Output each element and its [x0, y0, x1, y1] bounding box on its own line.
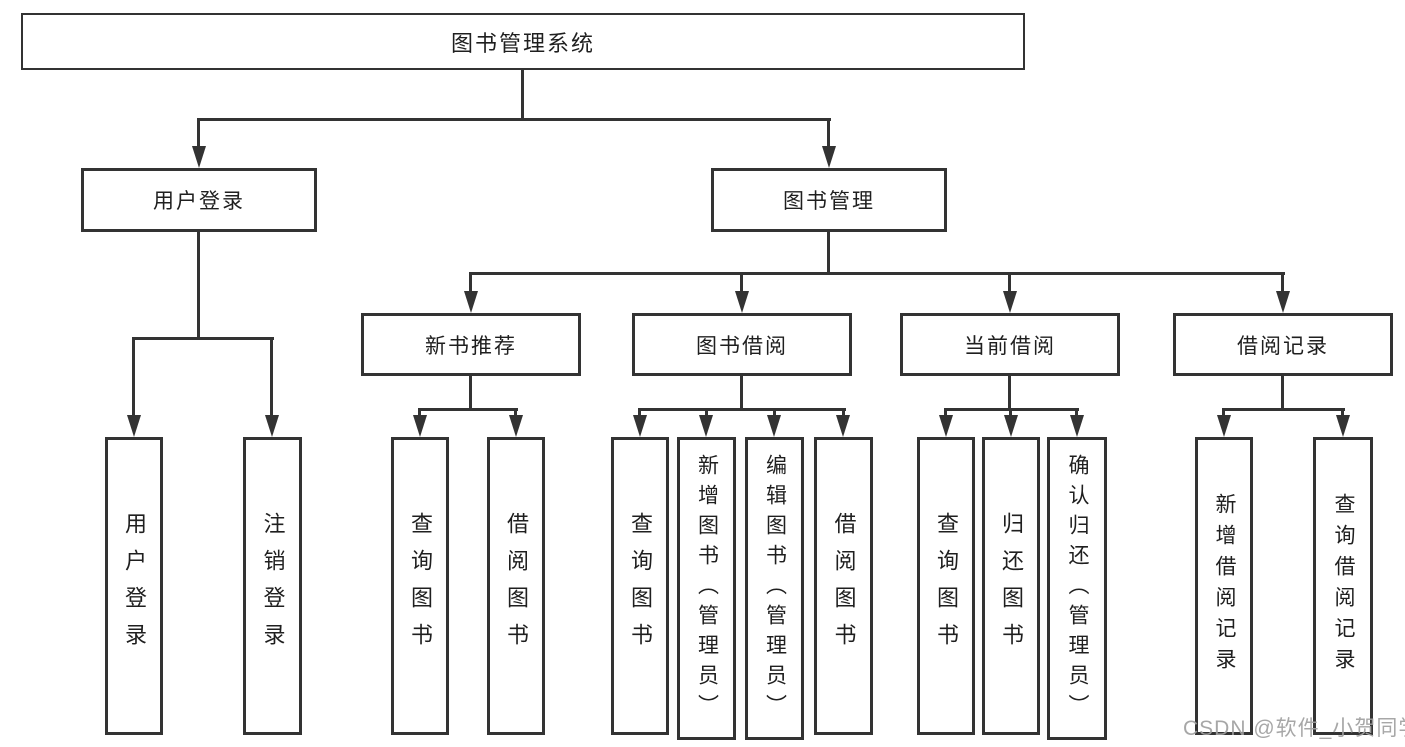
node-borrow-records-label: 借阅记录 [1237, 334, 1329, 358]
leaf-records-query-borrow-record-label: 查询借阅记录 [1332, 493, 1355, 679]
arrowhead-down-icon [1004, 415, 1018, 437]
connector-currentborrow-rail [944, 408, 1079, 411]
arrowhead-down-icon [1336, 415, 1350, 437]
connector-leaf-shaft [773, 410, 776, 419]
leaf-borrow-query-books-label: 查询图书 [628, 512, 653, 660]
node-book-borrow: 图书借阅 [632, 313, 852, 376]
leaf-recommend-query-books-label: 查询图书 [408, 512, 433, 660]
connector-borrowrecords-stem [1281, 376, 1284, 409]
connector-bookmgmt-shaft [827, 120, 830, 148]
connector-newbookrec-rail [418, 408, 518, 411]
connector-newbookrec-stem [469, 376, 472, 409]
arrowhead-down-icon [735, 291, 749, 313]
connector-level2-rail [197, 118, 831, 121]
connector-bookborrow-rail [638, 408, 846, 411]
arrowhead-down-icon [1070, 415, 1084, 437]
connector-leaf-shaft [638, 410, 641, 419]
connector-leaf-shaft [842, 410, 845, 419]
leaf-current-query-books-label: 查询图书 [934, 512, 959, 660]
node-root-label: 图书管理系统 [450, 30, 595, 56]
connector-userlogin-shaft [197, 120, 200, 148]
arrowhead-down-icon [1217, 415, 1231, 437]
arrowhead-down-icon [822, 146, 836, 168]
connector-level3-rail [469, 272, 1285, 275]
connector-leaf-shaft [705, 410, 708, 419]
node-current-borrow-label: 当前借阅 [964, 334, 1056, 358]
arrowhead-down-icon [633, 415, 647, 437]
arrowhead-down-icon [509, 415, 523, 437]
node-current-borrow: 当前借阅 [900, 313, 1120, 376]
leaf-records-add-borrow-record-label: 新增借阅记录 [1213, 493, 1236, 679]
arrowhead-down-icon [1276, 291, 1290, 313]
leaf-borrow-borrow-books: 借阅图书 [814, 437, 873, 735]
connector-leaf-shaft [1009, 410, 1012, 419]
arrowhead-down-icon [836, 415, 850, 437]
connector-bookborrow-shaft [740, 274, 743, 293]
leaf-borrow-edit-books-admin: 编辑图书（管理员） [745, 437, 804, 740]
leaf-current-query-books: 查询图书 [917, 437, 975, 735]
connector-leaf-shaft [514, 410, 517, 419]
arrowhead-down-icon [413, 415, 427, 437]
connector-leaf-shaft [418, 410, 421, 419]
leaf-user-login-label: 用户登录 [122, 512, 147, 660]
connector-currentborrow-shaft [1008, 274, 1011, 293]
watermark: CSDN @软件_小贺同学 [1183, 717, 1405, 740]
leaf-recommend-borrow-books-label: 借阅图书 [504, 512, 529, 660]
arrowhead-down-icon [127, 415, 141, 437]
leaf-borrow-add-books-admin: 新增图书（管理员） [677, 437, 736, 740]
leaf-user-login: 用户登录 [105, 437, 163, 735]
leaf-recommend-borrow-books: 借阅图书 [487, 437, 545, 735]
node-book-management: 图书管理 [711, 168, 947, 232]
arrowhead-down-icon [699, 415, 713, 437]
node-book-borrow-label: 图书借阅 [696, 334, 788, 358]
node-borrow-records: 借阅记录 [1173, 313, 1393, 376]
connector-leaf-shaft [270, 339, 273, 417]
leaf-current-confirm-return-admin-label: 确认归还（管理员） [1066, 453, 1089, 724]
leaf-records-add-borrow-record: 新增借阅记录 [1195, 437, 1253, 735]
leaf-logout-label: 注销登录 [260, 512, 286, 660]
leaf-current-confirm-return-admin: 确认归还（管理员） [1047, 437, 1107, 740]
arrowhead-down-icon [192, 146, 206, 168]
arrowhead-down-icon [767, 415, 781, 437]
leaf-current-return-books: 归还图书 [982, 437, 1040, 735]
connector-root-stem [521, 70, 524, 120]
leaf-current-return-books-label: 归还图书 [999, 512, 1024, 660]
connector-borrowrecords-shaft [1281, 274, 1284, 293]
arrowhead-down-icon [1003, 291, 1017, 313]
node-book-management-label: 图书管理 [783, 190, 875, 213]
connector-borrowrecords-rail [1222, 408, 1345, 411]
leaf-records-query-borrow-record: 查询借阅记录 [1313, 437, 1373, 735]
node-user-login-label: 用户登录 [153, 190, 245, 213]
connector-userlogin-rail [132, 337, 274, 340]
leaf-borrow-edit-books-admin-label: 编辑图书（管理员） [763, 453, 787, 724]
connector-currentborrow-stem [1008, 376, 1011, 409]
node-new-book-recommend-label: 新书推荐 [425, 334, 517, 358]
leaf-borrow-query-books: 查询图书 [611, 437, 669, 735]
connector-leaf-shaft [132, 339, 135, 417]
arrowhead-down-icon [265, 415, 279, 437]
arrowhead-down-icon [939, 415, 953, 437]
leaf-borrow-add-books-admin-label: 新增图书（管理员） [695, 453, 719, 724]
connector-leaf-shaft [1341, 410, 1344, 419]
connector-leaf-shaft [1075, 410, 1078, 419]
leaf-borrow-borrow-books-label: 借阅图书 [831, 512, 857, 660]
node-root: 图书管理系统 [21, 13, 1025, 70]
leaf-recommend-query-books: 查询图书 [391, 437, 449, 735]
node-user-login: 用户登录 [81, 168, 317, 232]
connector-bookmgmt-stem [827, 232, 830, 274]
connector-leaf-shaft [1222, 410, 1225, 419]
connector-bookborrow-stem [740, 376, 743, 409]
leaf-logout: 注销登录 [243, 437, 302, 735]
node-new-book-recommend: 新书推荐 [361, 313, 581, 376]
connector-newbookrec-shaft [469, 274, 472, 293]
connector-leaf-shaft [944, 410, 947, 419]
connector-userlogin-stem [197, 232, 200, 339]
arrowhead-down-icon [464, 291, 478, 313]
